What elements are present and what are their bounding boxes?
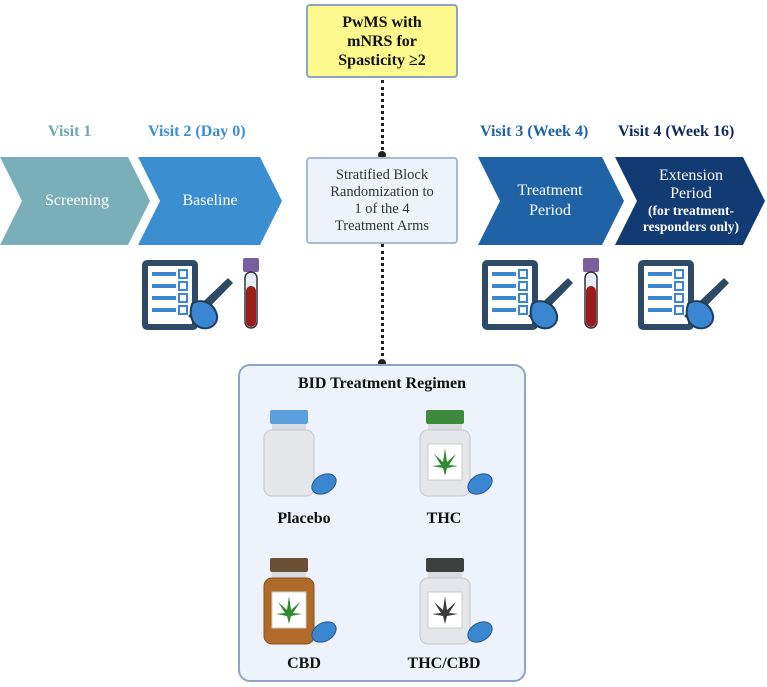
visit-2-label: Visit 2 (Day 0) bbox=[148, 123, 246, 140]
thc-cbd-label: THC/CBD bbox=[407, 655, 481, 672]
extension-chevron bbox=[615, 157, 765, 245]
pwms-box: PwMS with mNRS for Spasticity ≥2 bbox=[306, 4, 458, 78]
connector-dot-bottom bbox=[378, 359, 386, 367]
pwms-line2: mNRS for bbox=[347, 32, 417, 50]
blood-tube-icon bbox=[243, 258, 259, 329]
screening-chevron bbox=[0, 157, 150, 245]
connector-bottom bbox=[381, 244, 384, 363]
baseline-chevron bbox=[138, 157, 282, 245]
treatment-line1: Treatment bbox=[517, 182, 583, 199]
checklist-icon-2 bbox=[482, 260, 573, 330]
pwms-line1: PwMS with bbox=[342, 13, 422, 31]
checklist-icon-3 bbox=[638, 260, 729, 330]
rand-line2: Randomization to bbox=[330, 183, 434, 200]
visit-4-label: Visit 4 (Week 16) bbox=[618, 123, 735, 140]
randomization-box: Stratified Block Randomization to 1 of t… bbox=[306, 157, 458, 244]
blood-tube-icon-2 bbox=[583, 258, 599, 329]
thc-bottle-icon bbox=[419, 410, 493, 497]
baseline-label: Baseline bbox=[182, 192, 238, 209]
extension-label: Extension Period (for treatment- respond… bbox=[633, 160, 749, 242]
rand-line1: Stratified Block bbox=[335, 166, 429, 183]
thc-cbd-bottle-icon bbox=[419, 558, 493, 645]
cbd-label: CBD bbox=[287, 655, 321, 672]
extension-line2: Period bbox=[670, 185, 712, 202]
extension-note1: (for treatment- bbox=[647, 203, 735, 218]
regimen-title: BID Treatment Regimen bbox=[298, 375, 466, 392]
treatment-label: Treatment Period bbox=[500, 157, 600, 245]
rand-line4: Treatment Arms bbox=[334, 217, 430, 234]
treatment-chevron bbox=[478, 157, 624, 245]
visit-3-label: Visit 3 (Week 4) bbox=[480, 123, 589, 140]
treatment-line2: Period bbox=[529, 202, 571, 219]
extension-line1: Extension bbox=[659, 167, 723, 184]
screening-label: Screening bbox=[45, 192, 109, 209]
pwms-line3: Spasticity ≥2 bbox=[338, 51, 426, 69]
visit-1-label: Visit 1 bbox=[48, 123, 92, 140]
cbd-bottle-icon bbox=[263, 558, 337, 645]
thc-label: THC bbox=[426, 510, 462, 527]
rand-line3: 1 of the 4 bbox=[354, 200, 410, 217]
checklist-icon bbox=[142, 260, 233, 330]
connector-dot-top bbox=[378, 151, 386, 159]
placebo-label: Placebo bbox=[277, 510, 331, 527]
extension-note2: responders only) bbox=[642, 219, 740, 234]
placebo-bottle-icon bbox=[263, 410, 337, 497]
connector-top bbox=[381, 80, 384, 156]
